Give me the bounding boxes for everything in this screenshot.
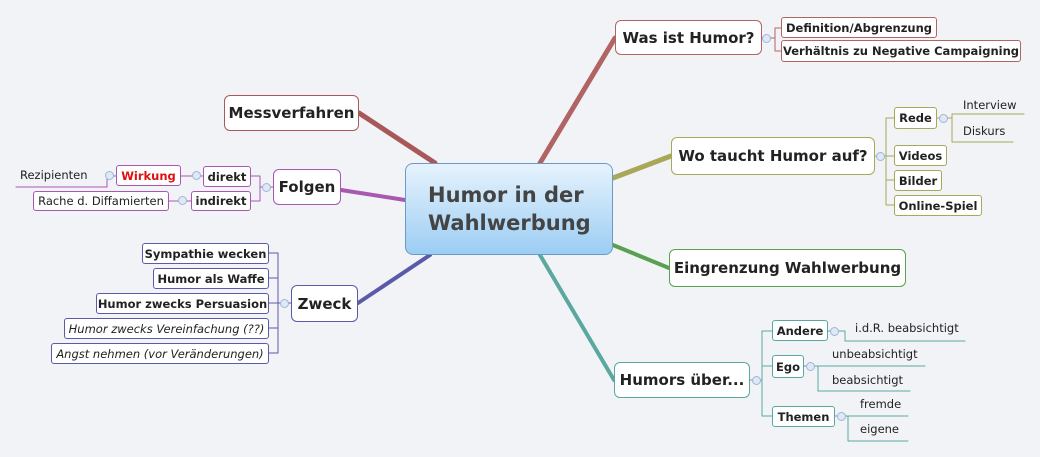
subtopic-humor-als-waffe[interactable]: Humor als Waffe	[153, 268, 269, 289]
subtopic-rede[interactable]: Rede	[894, 107, 937, 129]
subtopic-themen[interactable]: Themen	[772, 406, 835, 427]
leaf-interview[interactable]: Interview	[963, 98, 1017, 112]
collapse-icon[interactable]	[762, 34, 771, 43]
collapse-icon[interactable]	[939, 114, 948, 123]
collapse-icon[interactable]	[262, 183, 271, 192]
topic-folgen[interactable]: Folgen	[273, 169, 341, 205]
subtopic-rache-diffamierten[interactable]: Rache d. Diffamierten	[33, 191, 169, 211]
collapse-icon[interactable]	[105, 171, 114, 180]
collapse-icon[interactable]	[280, 299, 289, 308]
collapse-icon[interactable]	[876, 152, 885, 161]
central-topic[interactable]: Humor in der Wahlwerbung	[405, 163, 613, 255]
topic-eingrenzung-wahlwerbung[interactable]: Eingrenzung Wahlwerbung	[669, 249, 906, 287]
leaf-eigene[interactable]: eigene	[860, 422, 900, 436]
leaf-idr-beabsichtigt[interactable]: i.d.R. beabsichtigt	[855, 321, 959, 335]
topic-zweck[interactable]: Zweck	[291, 285, 358, 322]
subtopic-indirekt[interactable]: indirekt	[191, 191, 251, 211]
collapse-icon[interactable]	[178, 196, 187, 205]
subtopic-vereinfachung[interactable]: Humor zwecks Vereinfachung (??)	[64, 318, 269, 339]
subtopic-negative-campaigning[interactable]: Verhältnis zu Negative Campaigning	[781, 40, 1021, 62]
subtopic-videos[interactable]: Videos	[894, 145, 947, 166]
collapse-icon[interactable]	[806, 362, 815, 371]
topic-was-ist-humor[interactable]: Was ist Humor?	[615, 20, 762, 55]
subtopic-online-spiel[interactable]: Online-Spiel	[894, 195, 982, 216]
subtopic-angst-nehmen[interactable]: Angst nehmen (vor Veränderungen)	[51, 343, 269, 364]
subtopic-wirkung[interactable]: Wirkung	[116, 165, 181, 186]
subtopic-ego[interactable]: Ego	[772, 355, 804, 378]
leaf-unbeabsichtigt[interactable]: unbeabsichtigt	[832, 347, 918, 361]
leaf-fremde[interactable]: fremde	[860, 397, 902, 411]
collapse-icon[interactable]	[192, 171, 201, 180]
subtopic-andere[interactable]: Andere	[772, 320, 828, 341]
leaf-rezipienten[interactable]: Rezipienten	[20, 168, 88, 182]
topic-wo-taucht-humor-auf[interactable]: Wo taucht Humor auf?	[671, 137, 875, 175]
subtopic-sympathie-wecken[interactable]: Sympathie wecken	[142, 243, 269, 264]
subtopic-bilder[interactable]: Bilder	[894, 170, 942, 191]
subtopic-persuasion[interactable]: Humor zwecks Persuasion	[96, 293, 269, 314]
leaf-diskurs[interactable]: Diskurs	[963, 124, 1006, 138]
collapse-icon[interactable]	[830, 327, 839, 336]
collapse-icon[interactable]	[752, 376, 761, 385]
topic-messverfahren[interactable]: Messverfahren	[224, 95, 359, 131]
subtopic-definition[interactable]: Definition/Abgrenzung	[781, 17, 937, 38]
leaf-beabsichtigt[interactable]: beabsichtigt	[832, 373, 904, 387]
topic-humors-ueber[interactable]: Humors über...	[614, 362, 750, 398]
collapse-icon[interactable]	[837, 412, 846, 421]
subtopic-direkt[interactable]: direkt	[203, 166, 251, 187]
